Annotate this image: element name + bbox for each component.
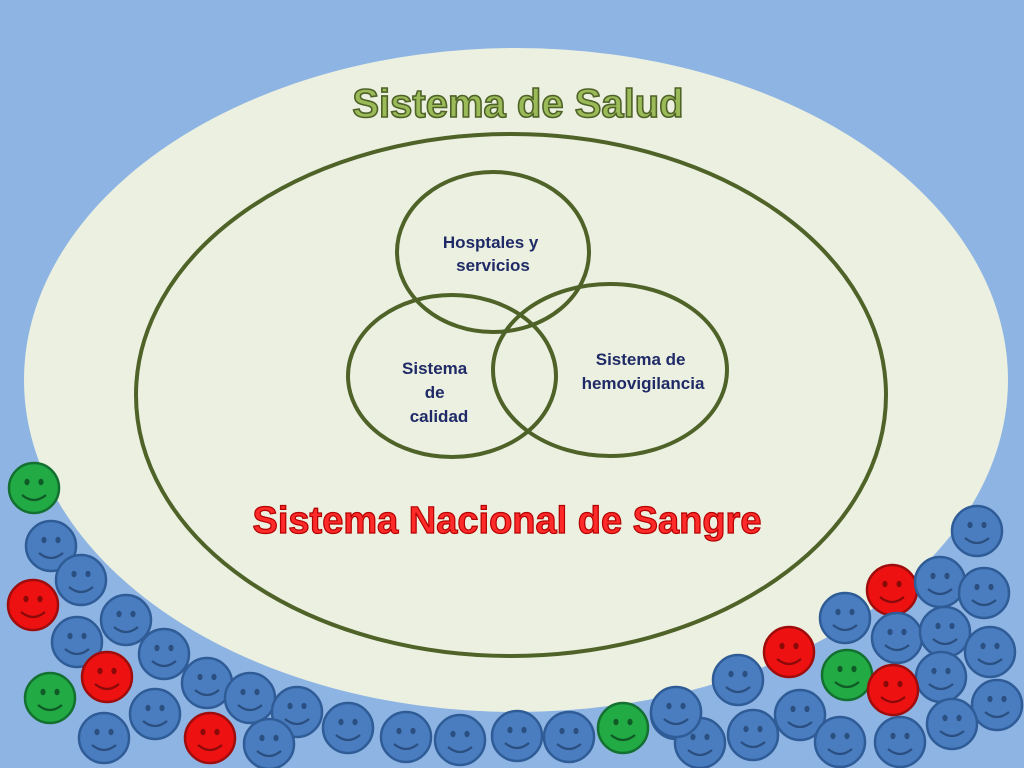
smiley-face-blue-icon xyxy=(321,701,375,755)
smiley-face-green-icon xyxy=(23,671,77,725)
health-system-ellipse xyxy=(24,48,1008,712)
hemovigilance-circle xyxy=(491,282,729,458)
smiley-face-blue-icon xyxy=(490,709,544,763)
smiley-face-blue-icon xyxy=(925,697,979,751)
hemovigilance-label-line-1: Sistema de xyxy=(596,350,686,369)
smiley-face-green-icon xyxy=(820,648,874,702)
smiley-face-green-icon xyxy=(7,461,61,515)
smiley-face-blue-icon xyxy=(970,678,1024,732)
smiley-face-red-icon xyxy=(6,578,60,632)
smiley-face-blue-icon xyxy=(54,553,108,607)
smiley-face-blue-icon xyxy=(99,593,153,647)
quality-label: Sistema de calidad xyxy=(402,359,472,426)
people-smileys xyxy=(6,461,1024,768)
smiley-face-blue-icon xyxy=(711,653,765,707)
health-system-title: Sistema de Salud xyxy=(352,82,683,126)
smiley-face-blue-icon xyxy=(913,555,967,609)
smiley-face-blue-icon xyxy=(433,713,487,767)
smiley-face-red-icon xyxy=(865,563,919,617)
quality-label-line-3: calidad xyxy=(410,407,469,426)
smiley-face-blue-icon xyxy=(24,519,78,573)
smiley-face-blue-icon xyxy=(950,504,1004,558)
hemovigilance-label-line-2: hemovigilancia xyxy=(582,374,705,393)
smiley-face-blue-icon xyxy=(963,625,1017,679)
hospitals-label-line-2: servicios xyxy=(456,256,530,275)
quality-label-line-1: Sistema xyxy=(402,359,468,378)
quality-circle xyxy=(346,293,558,459)
smiley-face-blue-icon xyxy=(726,708,780,762)
smiley-face-red-icon xyxy=(866,663,920,717)
smiley-face-blue-icon xyxy=(818,591,872,645)
smiley-face-blue-icon xyxy=(50,615,104,669)
smiley-face-blue-icon xyxy=(918,605,972,659)
smiley-face-blue-icon xyxy=(137,627,191,681)
smiley-face-blue-icon xyxy=(379,710,433,764)
smiley-face-red-icon xyxy=(80,650,134,704)
hemovigilance-label: Sistema de hemovigilancia xyxy=(582,350,705,393)
smiley-face-blue-icon xyxy=(957,566,1011,620)
smiley-face-blue-icon xyxy=(813,715,867,768)
smiley-face-blue-icon xyxy=(77,711,131,765)
smiley-face-blue-icon xyxy=(873,715,927,768)
smiley-face-blue-icon xyxy=(542,710,596,764)
smiley-face-blue-icon xyxy=(242,717,296,768)
national-blood-system-ellipse xyxy=(134,132,888,658)
national-blood-system-title: Sistema Nacional de Sangre xyxy=(253,500,762,542)
smiley-face-blue-icon xyxy=(223,671,277,725)
smiley-face-red-icon xyxy=(762,625,816,679)
smiley-face-blue-icon xyxy=(128,687,182,741)
smiley-face-blue-icon xyxy=(870,611,924,665)
hospitals-label-line-1: Hosptales y xyxy=(443,233,539,252)
smiley-face-blue-icon xyxy=(914,650,968,704)
smiley-face-blue-icon xyxy=(773,688,827,742)
smiley-face-blue-icon xyxy=(649,685,703,739)
smiley-face-green-icon xyxy=(596,701,650,755)
quality-label-line-2: de xyxy=(425,383,445,402)
hospitals-circle xyxy=(395,170,591,334)
hospitals-label: Hosptales y servicios xyxy=(443,233,543,275)
smiley-face-red-icon xyxy=(183,711,237,765)
